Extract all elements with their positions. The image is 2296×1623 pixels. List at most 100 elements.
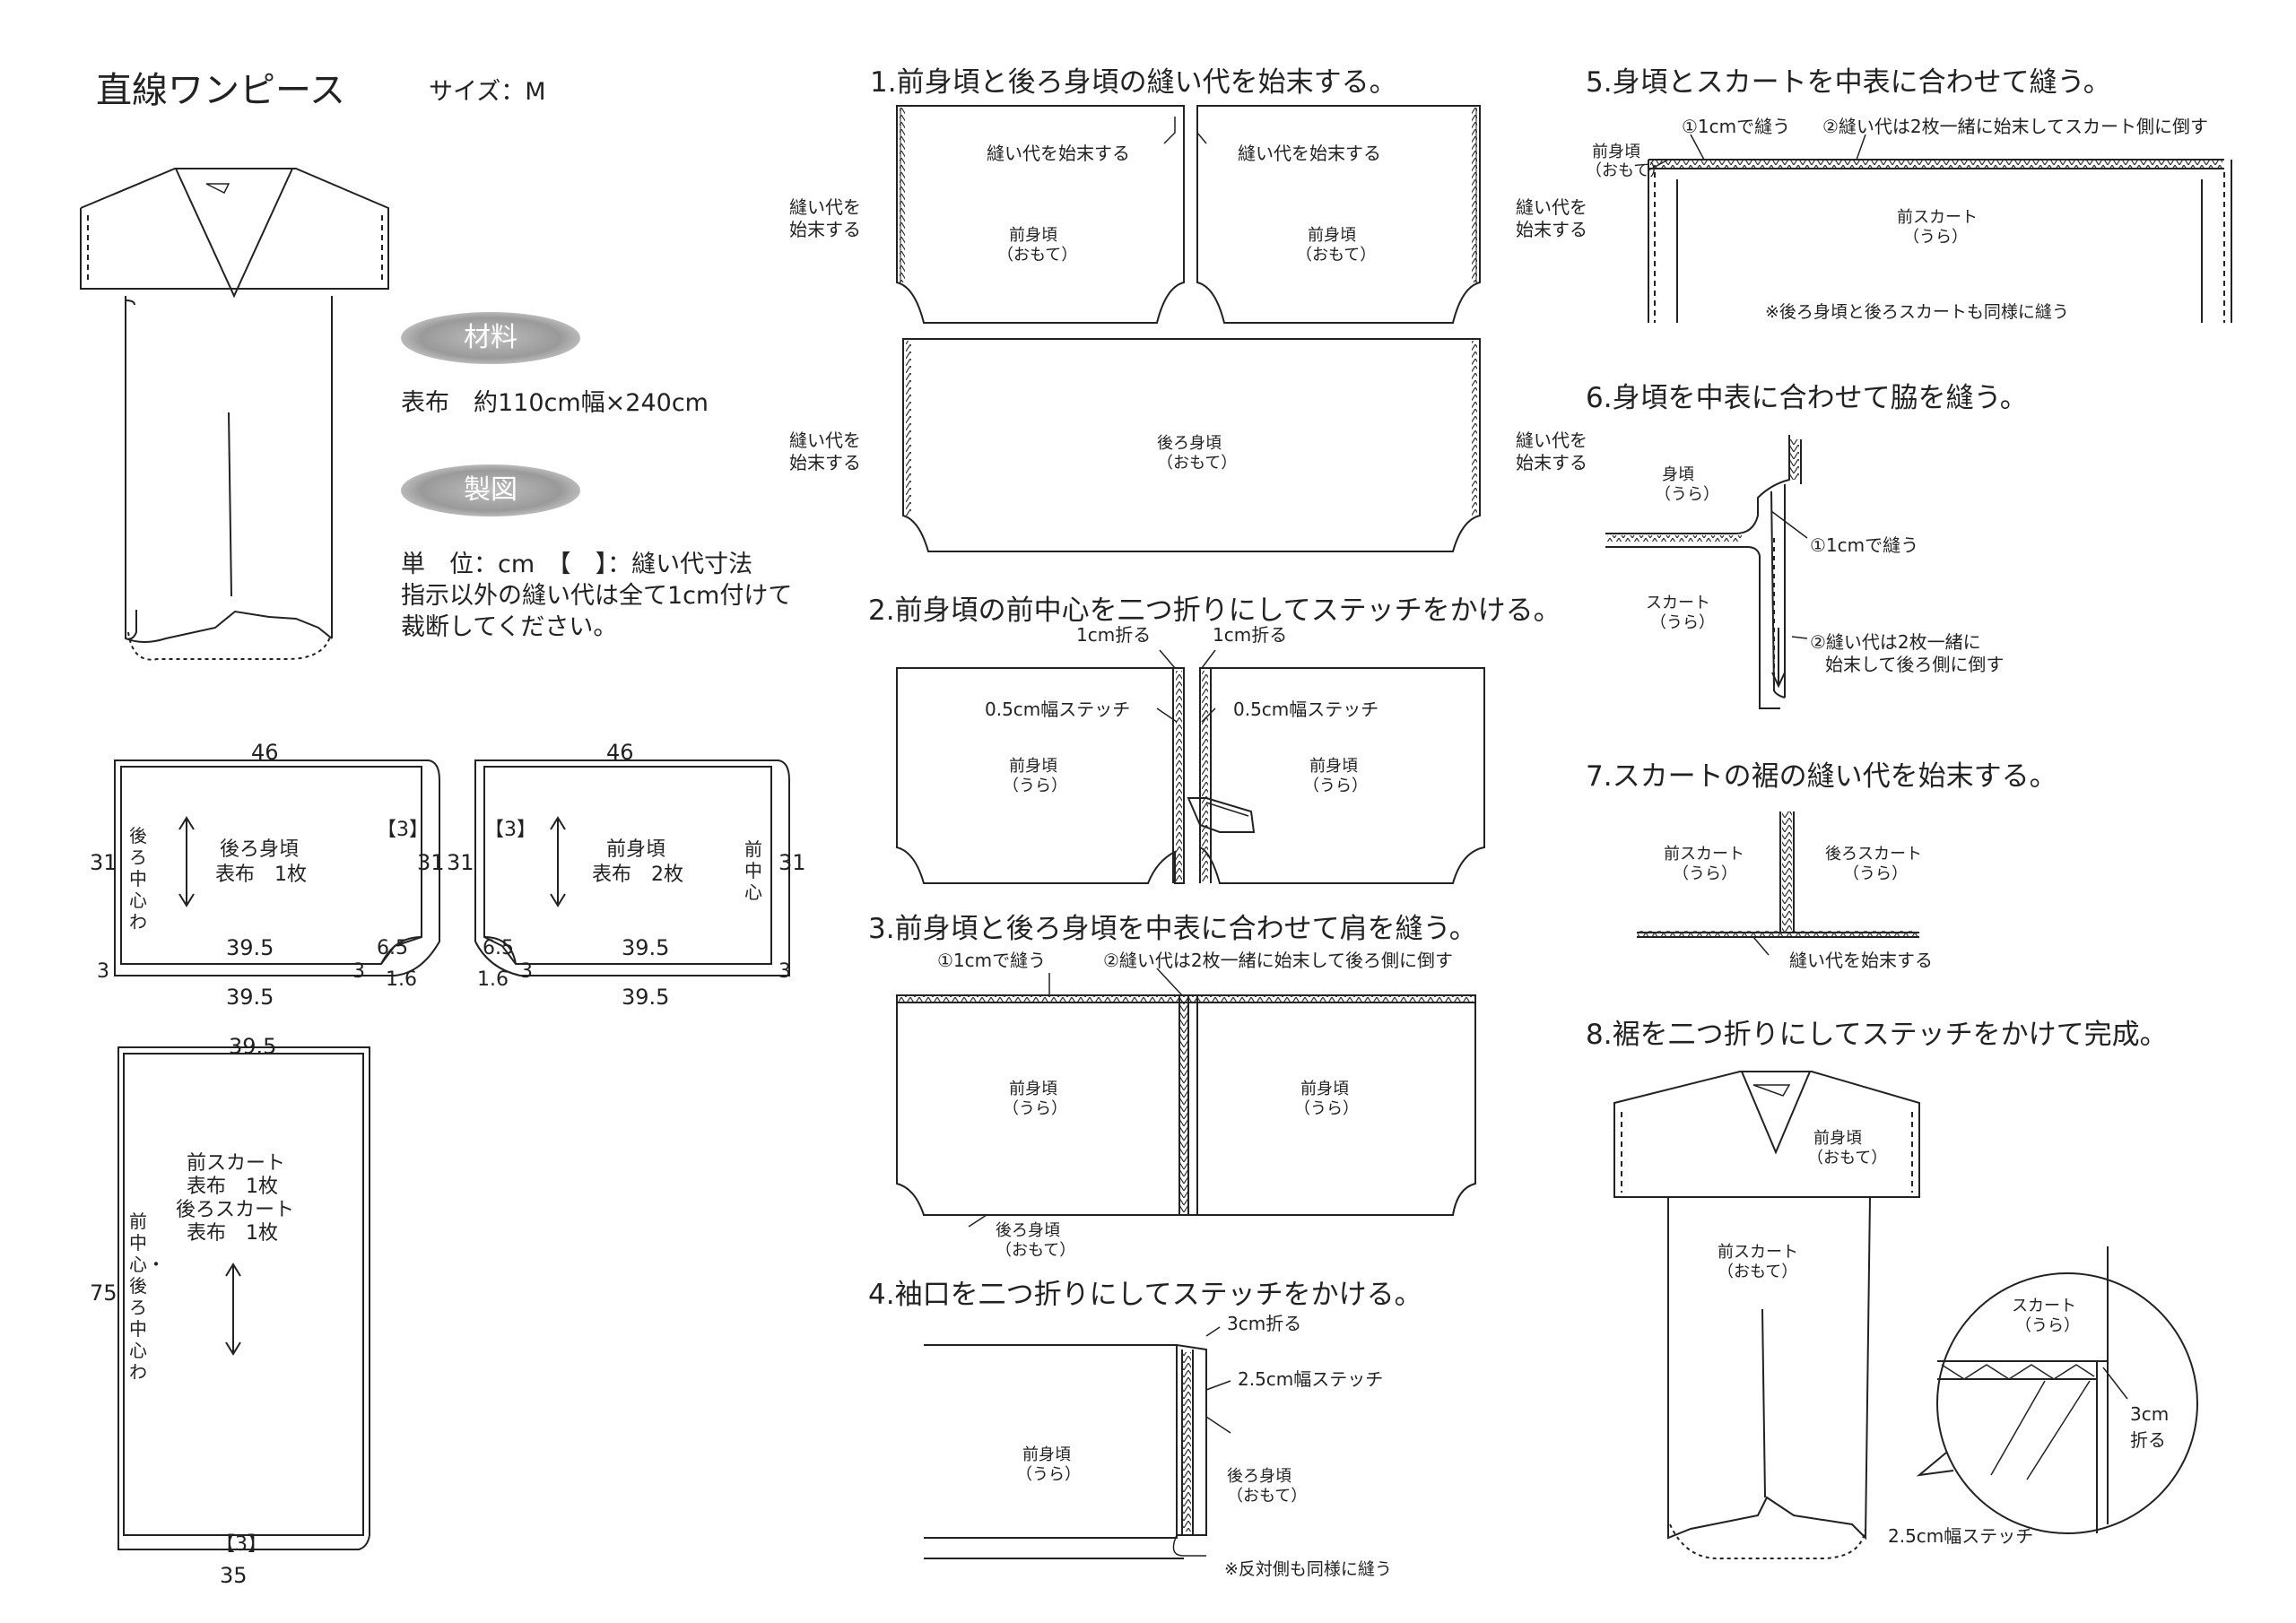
skirt-line-4: 表布 1枚 [187, 1222, 278, 1245]
front-bodice-qty: 表布 2枚 [592, 864, 683, 886]
step5-heading: 5.身頃とスカートを中表に合わせて縫う。 [1586, 66, 2111, 99]
step6-skirt-ura: （うら） [1650, 613, 1715, 632]
step2-front-b: 前身頃 [1309, 757, 1358, 776]
step2-fold-left: 1cm折る [1076, 624, 1152, 646]
back-allowance: 【3】 [377, 819, 429, 841]
material-text: 表布 約110cm幅×240cm [401, 389, 709, 417]
step4-heading: 4.袖口を二つ折りにしてステッチをかける。 [868, 1279, 1422, 1311]
material-badge: 材料 [401, 312, 580, 364]
dress-sketch [80, 168, 389, 661]
step5-sew2: ②縫い代は2枚一緒に始末してスカート側に倒す [1822, 116, 2209, 137]
step1-side-a1: 縫い代を [789, 196, 861, 218]
step1-back-omote: （おもて） [1157, 454, 1238, 473]
size-label: サイズ：M [429, 78, 546, 106]
drafting-badge: 製図 [401, 464, 580, 516]
step8-skirt-omote: （おもて） [1718, 1263, 1798, 1281]
front-small: 1.6 [477, 968, 509, 991]
back-bodice-qty: 表布 1枚 [215, 864, 307, 886]
front-seam-2: 3 [520, 960, 533, 983]
step3-front-a: 前身頃 [1009, 1080, 1057, 1098]
front-allowance: 【3】 [484, 819, 536, 841]
step6-bodice: 身頃 [1662, 465, 1694, 484]
step6-diagram [1605, 435, 1808, 709]
back-right-height: 31 [417, 850, 445, 875]
step4-front: 前身頃 [1022, 1445, 1071, 1464]
front-sleeve: 6.5 [483, 937, 514, 959]
step6-sew1: ①1cmで縫う [1810, 534, 1919, 556]
skirt-height: 75 [90, 1280, 117, 1306]
skirt-top: 39.5 [229, 1034, 277, 1059]
front-left-height: 31 [447, 850, 474, 875]
step6-bodice-ura: （うら） [1655, 485, 1719, 504]
back-seam: 3 [97, 960, 109, 983]
step1-side-d2: 始末する [1516, 452, 1587, 473]
skirt-line-1: 前スカート [187, 1152, 286, 1175]
step4-stitch: 2.5cm幅ステッチ [1238, 1368, 1384, 1390]
skirt-pattern [117, 1046, 370, 1550]
step1-front-a: 前身頃 [1009, 226, 1057, 245]
skirt-allowance: 【3】 [215, 1533, 267, 1556]
step1-side-d1: 縫い代を [1516, 430, 1587, 451]
step8-zoom-skirt: スカート [2012, 1297, 2076, 1315]
step3-back-omote: （おもて） [996, 1241, 1076, 1260]
step8-heading: 8.裾を二つ折りにしてステッチをかけて完成。 [1586, 1019, 2168, 1051]
back-hem-inner: 39.5 [226, 935, 274, 960]
step2-diagram [896, 649, 1485, 884]
step5-diagram [1648, 134, 2232, 323]
step4-omote: （おもて） [1227, 1487, 1308, 1506]
step1-side-b2: 始末する [1516, 219, 1587, 240]
step5-note: ※後ろ身頃と後ろスカートも同様に縫う [1765, 302, 2069, 322]
skirt-center-label: 前中心・後ろ中心 わ [129, 1211, 165, 1383]
step3-sew2: ②縫い代は2枚一緒に始末して後ろ側に倒す [1103, 950, 1454, 971]
unit-line-2: 指示以外の縫い代は全て1cm付けて [401, 582, 793, 610]
step3-front-b: 前身頃 [1300, 1080, 1349, 1098]
step5-skirt: 前スカート [1897, 208, 1978, 227]
step2-stitch-left: 0.5cm幅ステッチ [985, 699, 1131, 720]
front-height: 31 [778, 850, 806, 875]
step1-side-a2: 始末する [789, 219, 861, 240]
step1-omote-b: （おもて） [1296, 246, 1377, 265]
page-title: 直線ワンピース [96, 70, 345, 111]
back-small: 1.6 [386, 968, 417, 991]
unit-line-3: 裁断してください。 [401, 613, 618, 641]
back-sleeve: 6.5 [377, 937, 408, 959]
step2-fold-right: 1cm折る [1213, 624, 1288, 646]
step6-heading: 6.身頃を中表に合わせて脇を縫う。 [1586, 382, 2028, 414]
step3-heading: 3.前身頃と後ろ身頃を中表に合わせて肩を縫う。 [868, 913, 1477, 945]
step1-side-c1: 縫い代を [789, 430, 861, 451]
back-height: 31 [90, 850, 117, 875]
front-seam: 3 [778, 960, 791, 983]
step7-diagram [1637, 812, 1919, 956]
front-hem-outer: 39.5 [622, 985, 670, 1010]
skirt-line-2: 表布 1枚 [187, 1176, 278, 1198]
step2-ura-a: （うら） [1003, 777, 1067, 795]
step4-back: 後ろ身頃 [1227, 1467, 1292, 1486]
step1-omote-a: （おもて） [997, 246, 1078, 265]
step8-diagram [1613, 1071, 2198, 1560]
step6-sew2b: 始末して後ろ側に倒す [1825, 654, 2005, 675]
skirt-line-3: 後ろスカート [176, 1199, 295, 1221]
skirt-bottom: 35 [220, 1563, 248, 1588]
step8-zoom-ura: （うら） [2015, 1316, 2080, 1335]
front-bodice-name: 前身頃 [606, 838, 666, 861]
front-bodice-pattern [474, 759, 790, 976]
unit-line-1: 単 位：cm 【 】：縫い代寸法 [401, 551, 753, 578]
step2-heading: 2.前身頃の前中心を二つ折りにしてステッチをかける。 [868, 595, 1561, 627]
back-bodice-pattern [114, 759, 440, 976]
step3-ura-a: （うら） [1003, 1099, 1067, 1118]
step7-back-skirt: 後ろスカート [1825, 845, 1922, 864]
step3-sew1: ①1cmで縫う [937, 950, 1047, 971]
step7-front-ura: （うら） [1673, 864, 1737, 883]
step8-skirt-front: 前スカート [1718, 1243, 1798, 1262]
back-seam-2: 3 [352, 960, 365, 983]
step1-side-c2: 始末する [789, 452, 861, 473]
step8-fold-1: 3cm [2130, 1403, 2170, 1425]
step4-fold: 3cm折る [1227, 1313, 1302, 1334]
back-bodice-name: 後ろ身頃 [220, 838, 300, 861]
step5-bodice: 前身頃 [1592, 143, 1640, 161]
step8-front-omote: （おもて） [1807, 1149, 1888, 1167]
step4-ura: （うら） [1016, 1465, 1081, 1484]
back-center-label: 後ろ中心 わ [129, 825, 165, 933]
